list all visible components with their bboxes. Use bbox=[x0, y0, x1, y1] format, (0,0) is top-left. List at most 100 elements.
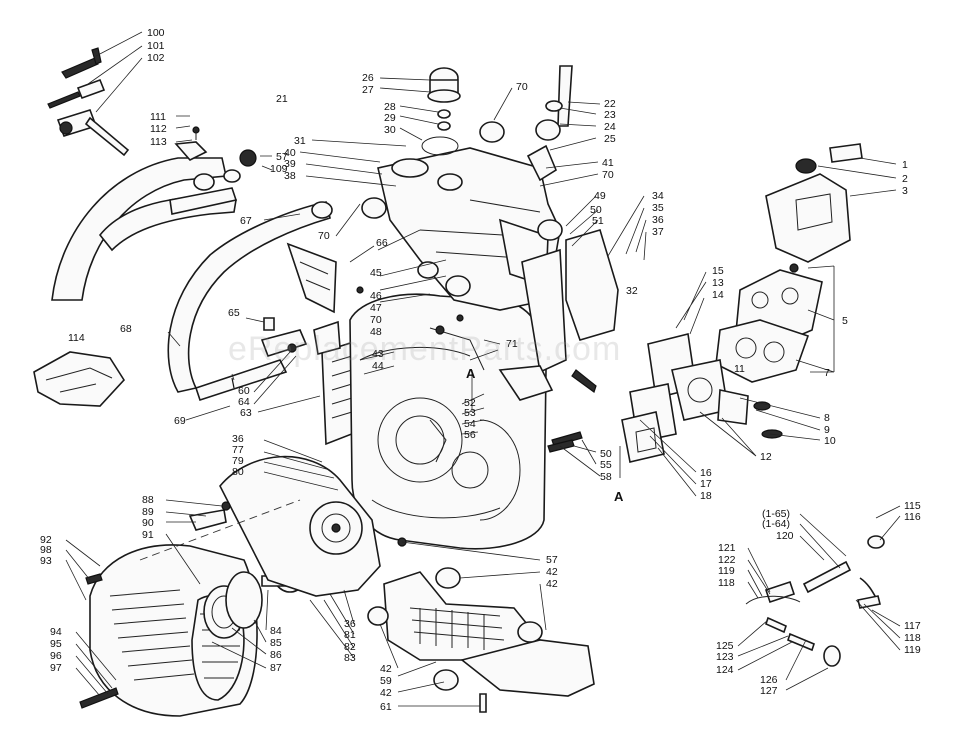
callout-label: 80 bbox=[232, 466, 244, 478]
callout-label: 36 bbox=[232, 433, 244, 445]
callout-label: 27 bbox=[362, 84, 374, 96]
callout-label: 59 bbox=[380, 675, 392, 687]
callout-label: 117 bbox=[904, 620, 921, 632]
callout-label: 26 bbox=[362, 72, 374, 84]
callout-label: 67 bbox=[240, 215, 252, 227]
callout-label: 43 bbox=[372, 348, 384, 360]
callout-label: 22 bbox=[604, 98, 616, 110]
callout-label: 60 bbox=[238, 385, 250, 397]
av-mounts bbox=[361, 121, 563, 297]
callout-label: 11 bbox=[734, 363, 745, 375]
handle-bracket bbox=[286, 242, 364, 314]
callout-label: 56 bbox=[464, 429, 476, 441]
callout-label: 23 bbox=[604, 109, 616, 121]
callout-label: 54 bbox=[464, 418, 476, 430]
callout-label: 47 bbox=[370, 302, 382, 314]
callout-label: 36 bbox=[652, 214, 664, 226]
callout-label: 95 bbox=[50, 638, 62, 650]
callout-label: 5 bbox=[842, 315, 848, 327]
callout-label: 98 bbox=[40, 544, 52, 556]
callout-label: 48 bbox=[370, 326, 382, 338]
callout-label: 77 bbox=[232, 444, 244, 456]
tool-screwdriver bbox=[47, 78, 106, 109]
callout-label: 53 bbox=[464, 407, 476, 419]
callout-label: 24 bbox=[604, 121, 616, 133]
callout-label: 81 bbox=[344, 629, 356, 641]
callout-labels: 100 101 102 111 112 113 21 26 27 28 29 3… bbox=[40, 27, 921, 713]
bottom-plate bbox=[367, 567, 595, 713]
callout-label: 1 bbox=[902, 159, 908, 171]
callout-label: 79 bbox=[232, 455, 244, 467]
callout-label: 70 bbox=[516, 81, 528, 93]
callout-label: 88 bbox=[142, 494, 154, 506]
callout-label: 42 bbox=[380, 663, 392, 675]
callout-label: 45 bbox=[370, 267, 382, 279]
rear-handle bbox=[33, 351, 126, 407]
bolt-65 bbox=[263, 317, 275, 331]
fuel-cap bbox=[421, 67, 461, 156]
carburetor-assembly bbox=[621, 333, 783, 463]
callout-label: 31 bbox=[294, 135, 306, 147]
callout-label: 87 bbox=[270, 662, 282, 674]
callout-label: 115 bbox=[904, 500, 921, 512]
callout-label: 37 bbox=[652, 226, 664, 238]
air-filter-cover bbox=[765, 143, 863, 263]
wrap-handle-front bbox=[51, 126, 241, 301]
callout-label: 70 bbox=[370, 314, 382, 326]
callout-label: 8 bbox=[824, 412, 830, 424]
callout-label: 44 bbox=[372, 360, 384, 372]
callout-label: 118 bbox=[904, 632, 921, 644]
callout-label: 17 bbox=[700, 478, 712, 490]
callout-label: (1-64) bbox=[762, 518, 790, 530]
callout-label: 14 bbox=[712, 289, 724, 301]
callout-label: 28 bbox=[384, 101, 396, 113]
callout-label: 58 bbox=[600, 471, 612, 483]
parts-drawing bbox=[33, 47, 885, 717]
callout-label: 52 bbox=[464, 397, 476, 409]
callout-label: 121 bbox=[718, 542, 736, 554]
callout-label: 91 bbox=[142, 529, 154, 541]
callout-label: 18 bbox=[700, 490, 712, 502]
callout-label: 10 bbox=[824, 435, 836, 447]
oil-pump-kit bbox=[745, 535, 885, 667]
front-handle-bar bbox=[167, 201, 333, 402]
callout-label: 123 bbox=[716, 651, 734, 663]
callout-label: 51 bbox=[592, 215, 604, 227]
callout-label: 119 bbox=[904, 644, 921, 656]
callout-label: 66 bbox=[376, 237, 388, 249]
callout-label: 93 bbox=[40, 555, 52, 567]
callout-label: 71 bbox=[506, 338, 518, 350]
callout-label: 113 bbox=[150, 136, 167, 148]
callout-label: 90 bbox=[142, 517, 154, 529]
callout-label: 50 bbox=[600, 448, 612, 460]
section-markers: A A bbox=[466, 366, 624, 504]
callout-label: 41 bbox=[602, 157, 614, 169]
callout-label: 64 bbox=[238, 396, 250, 408]
callout-label: 7 bbox=[824, 367, 830, 379]
callout-label: 63 bbox=[240, 407, 252, 419]
callout-label: 35 bbox=[652, 202, 664, 214]
callout-label: 34 bbox=[652, 190, 664, 202]
callout-label: 32 bbox=[626, 285, 638, 297]
callout-label: 111 bbox=[150, 111, 166, 123]
callout-label: 119 bbox=[718, 565, 735, 577]
callout-label: 13 bbox=[712, 277, 724, 289]
callout-label: 16 bbox=[700, 467, 712, 479]
callout-label: 102 bbox=[147, 52, 165, 64]
callout-label: 15 bbox=[712, 265, 724, 277]
callout-label: 100 bbox=[147, 27, 165, 39]
callout-label: 68 bbox=[120, 323, 132, 335]
callout-label: 126 bbox=[760, 674, 778, 686]
callout-label: 96 bbox=[50, 650, 62, 662]
callout-label: 50 bbox=[590, 204, 602, 216]
callout-label: 12 bbox=[760, 451, 772, 463]
callout-label: 61 bbox=[380, 701, 392, 713]
callout-label: 124 bbox=[716, 664, 734, 676]
callout-label: 57 bbox=[546, 554, 558, 566]
fan-housing bbox=[219, 455, 381, 597]
callout-label: 85 bbox=[270, 637, 282, 649]
handle-bracket-small bbox=[188, 501, 231, 531]
callout-label: 39 bbox=[284, 158, 296, 170]
callout-label: 70 bbox=[602, 169, 614, 181]
